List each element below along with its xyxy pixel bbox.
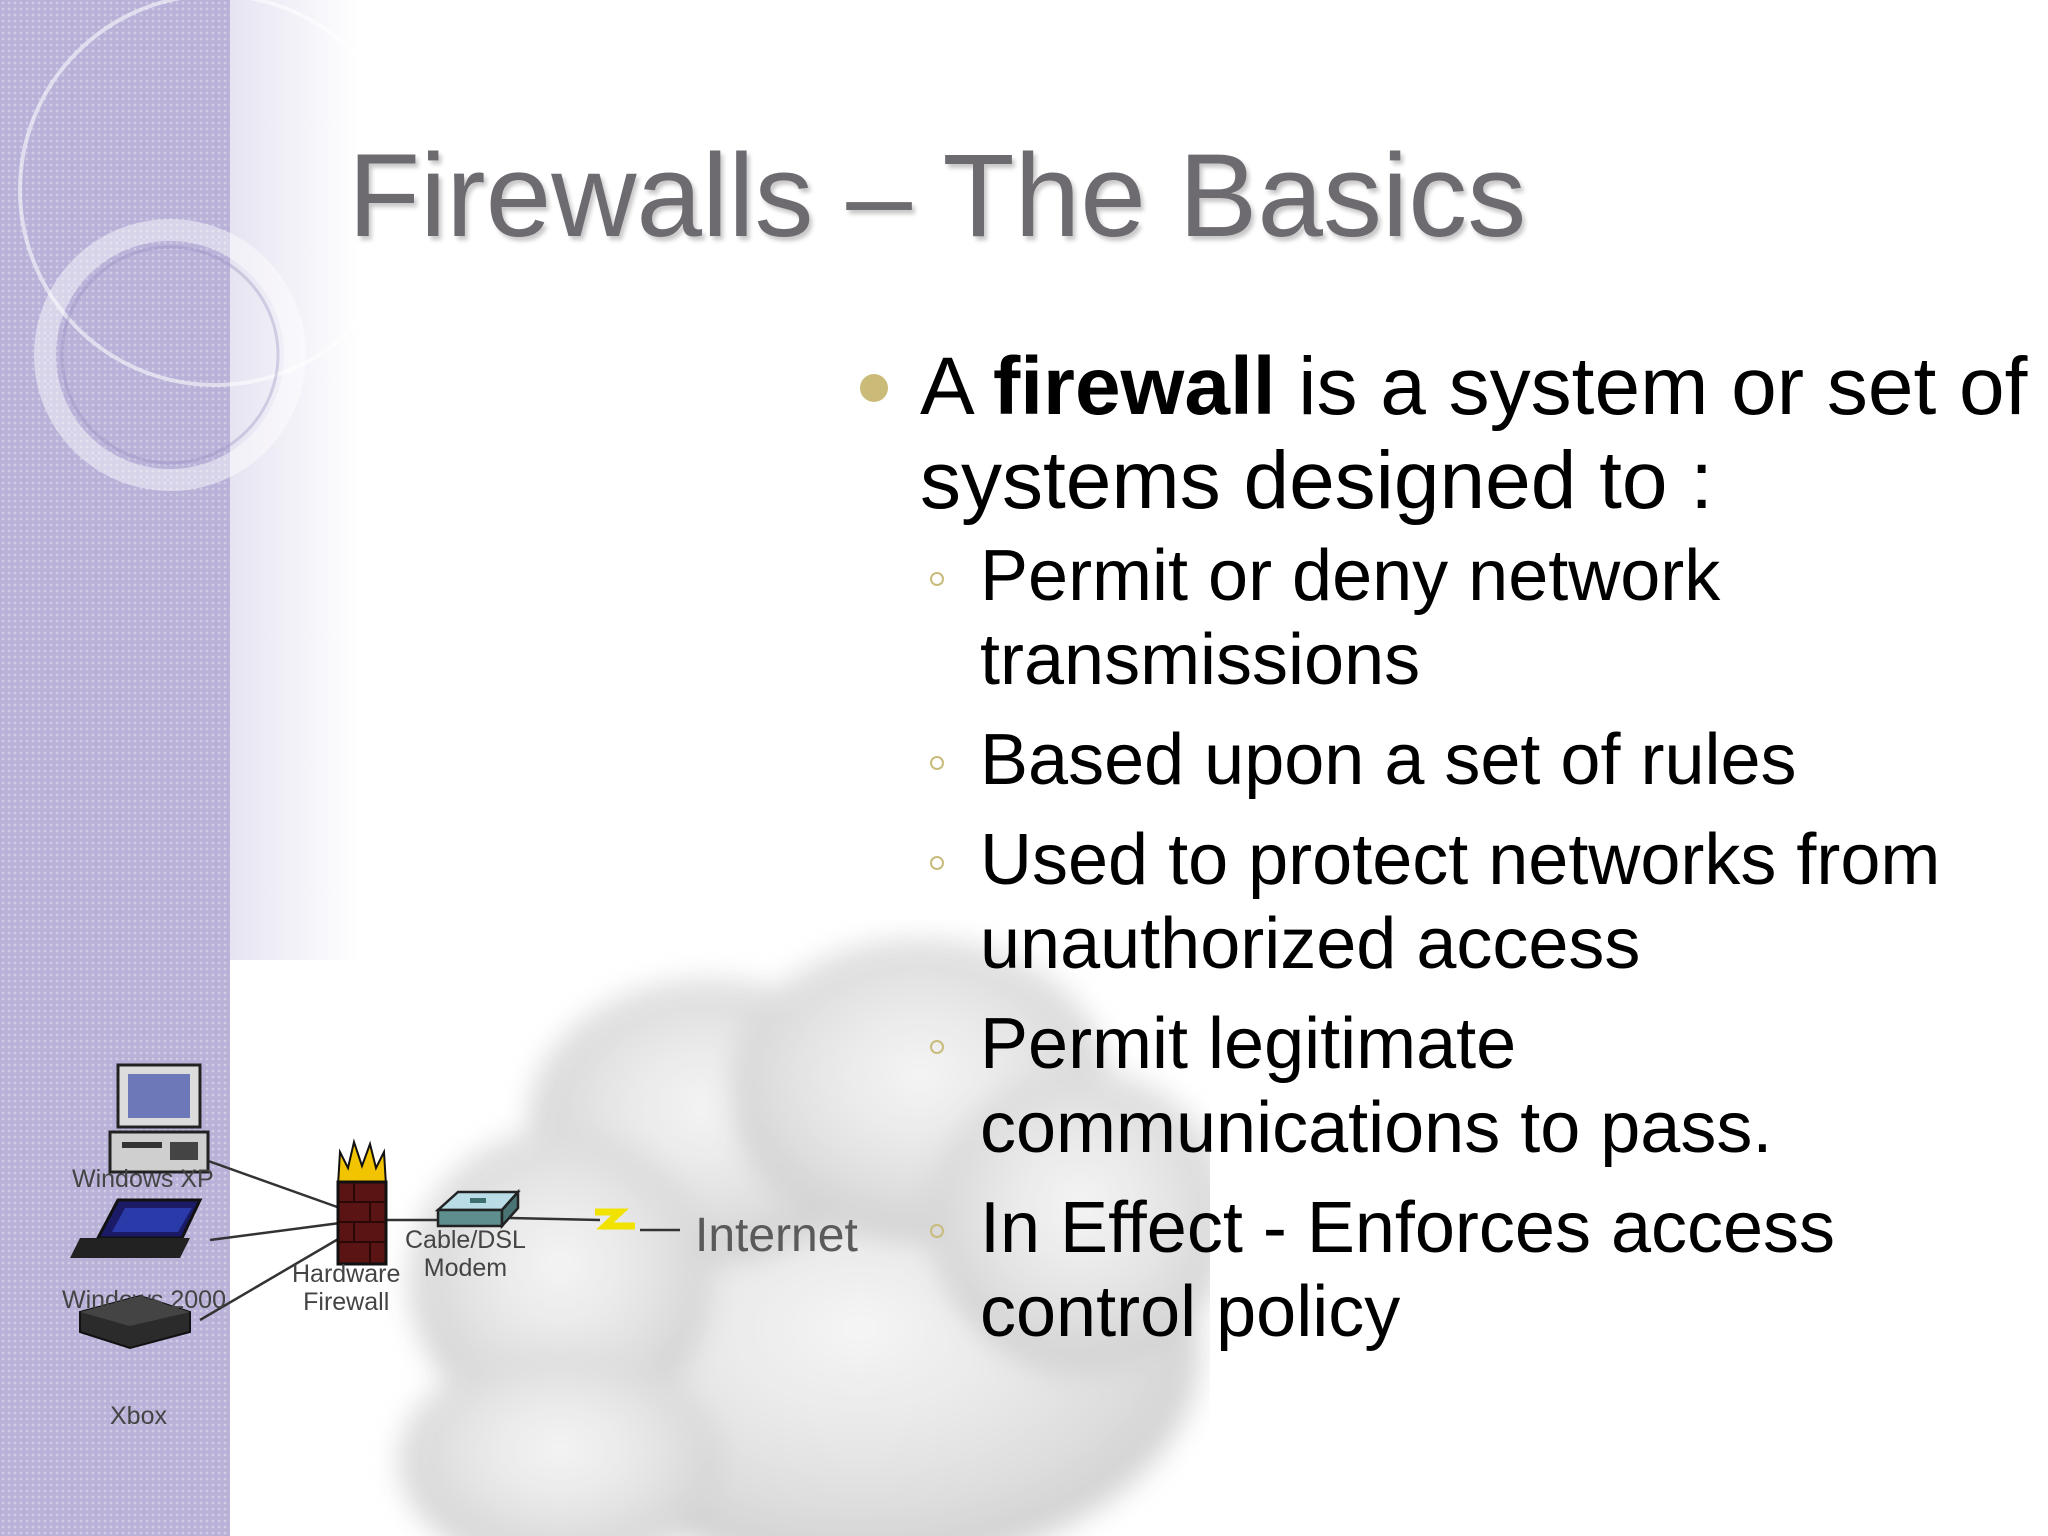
windows-2000-label: Windows 2000 (62, 1286, 226, 1314)
modem-label: Cable/DSL Modem (405, 1226, 526, 1282)
main-bullet-term: firewall (992, 341, 1276, 432)
sub-bullet-text: Permit legitimate communications to pass… (980, 1004, 1773, 1168)
circle-bullet-icon (930, 856, 944, 870)
bullet-dot-icon (860, 374, 888, 402)
sub-bullet-text: In Effect - Enforces access control poli… (980, 1188, 1836, 1352)
internet-label: Internet (695, 1209, 858, 1262)
decorative-side-band (0, 0, 230, 1536)
circle-bullet-icon (930, 1224, 944, 1238)
side-band-shadow (230, 0, 360, 960)
slide-content: A firewall is a system or set of systems… (860, 340, 2030, 1370)
xbox-label: Xbox (110, 1402, 167, 1430)
main-bullet: A firewall is a system or set of systems… (860, 340, 2030, 528)
cloud-shape (400, 940, 1210, 1536)
main-bullet-prefix: A (920, 341, 993, 432)
firewall-icon (336, 1138, 388, 1266)
circle-bullet-icon (930, 756, 944, 770)
main-bullet-rest: is a system or set of systems designed t… (920, 341, 2028, 526)
slide-title: Firewalls – The Basics (348, 130, 1527, 262)
circle-bullet-icon (930, 1040, 944, 1054)
laptop-icon (70, 1198, 203, 1258)
computer-icon (108, 1063, 210, 1174)
sub-bullet-item: In Effect - Enforces access control poli… (860, 1186, 2030, 1354)
network-diagram: Windows XP Windows 2000 Xbox Hardware Fi… (40, 920, 1210, 1536)
sub-bullet-text: Based upon a set of rules (980, 720, 1797, 800)
sub-bullet-text: Permit or deny network transmissions (980, 536, 1721, 700)
sub-bullet-item: Permit legitimate communications to pass… (860, 1002, 2030, 1170)
circle-bullet-icon (930, 572, 944, 586)
hardware-firewall-label: Hardware Firewall (292, 1260, 401, 1316)
sub-bullet-item: Based upon a set of rules (860, 718, 2030, 802)
modem-icon (434, 1188, 521, 1230)
windows-xp-label: Windows XP (72, 1165, 214, 1193)
sub-bullet-item: Used to protect networks from unauthoriz… (860, 818, 2030, 986)
sub-bullet-list: Permit or deny network transmissions Bas… (860, 534, 2030, 1354)
sub-bullet-text: Used to protect networks from unauthoriz… (980, 820, 1941, 984)
game-console-icon (79, 1294, 191, 1350)
diagram-drawing (70, 940, 1210, 1536)
decorative-rings (18, 0, 360, 491)
sub-bullet-item: Permit or deny network transmissions (860, 534, 2030, 702)
